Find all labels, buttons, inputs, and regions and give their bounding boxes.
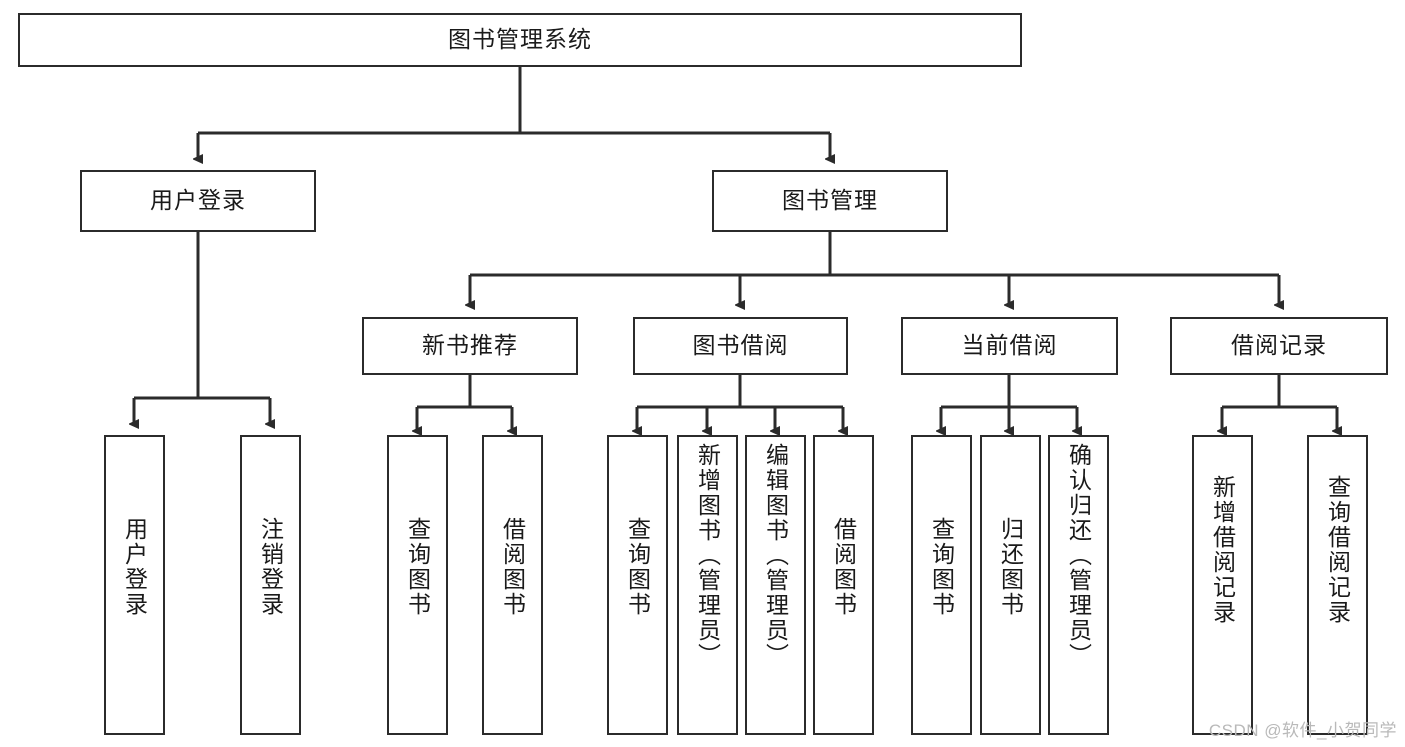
leaf-query-record[interactable]: 查询借阅记录 bbox=[1307, 435, 1368, 735]
leaf-add-book[interactable]: 新增图书（管理员） bbox=[677, 435, 738, 735]
leaf-add-book-label: 新增图书（管理员） bbox=[694, 443, 721, 668]
node-borrow-record[interactable]: 借阅记录 bbox=[1170, 317, 1388, 375]
node-book-borrow[interactable]: 图书借阅 bbox=[633, 317, 848, 375]
leaf-query-record-label: 查询借阅记录 bbox=[1324, 475, 1351, 625]
leaf-query-book-1-label: 查询图书 bbox=[404, 517, 431, 617]
node-root-label: 图书管理系统 bbox=[448, 26, 592, 53]
leaf-return-book[interactable]: 归还图书 bbox=[980, 435, 1041, 735]
leaf-logout-label: 注销登录 bbox=[257, 517, 284, 617]
node-new-book-recommend-label: 新书推荐 bbox=[422, 332, 518, 359]
leaf-borrow-book-2[interactable]: 借阅图书 bbox=[813, 435, 874, 735]
leaf-confirm-return[interactable]: 确认归还（管理员） bbox=[1048, 435, 1109, 735]
node-root[interactable]: 图书管理系统 bbox=[18, 13, 1022, 67]
leaf-user-login-label: 用户登录 bbox=[121, 517, 148, 617]
node-user-login[interactable]: 用户登录 bbox=[80, 170, 316, 232]
leaf-borrow-book-1[interactable]: 借阅图书 bbox=[482, 435, 543, 735]
node-book-borrow-label: 图书借阅 bbox=[692, 332, 789, 359]
leaf-user-login[interactable]: 用户登录 bbox=[104, 435, 165, 735]
leaf-query-book-1[interactable]: 查询图书 bbox=[387, 435, 448, 735]
leaf-query-book-3[interactable]: 查询图书 bbox=[911, 435, 972, 735]
leaf-query-book-3-label: 查询图书 bbox=[928, 517, 955, 617]
node-borrow-record-label: 借阅记录 bbox=[1231, 332, 1327, 359]
leaf-confirm-return-label: 确认归还（管理员） bbox=[1065, 443, 1092, 668]
leaf-edit-book-label: 编辑图书（管理员） bbox=[762, 443, 789, 668]
leaf-add-record[interactable]: 新增借阅记录 bbox=[1192, 435, 1253, 735]
leaf-borrow-book-2-label: 借阅图书 bbox=[830, 517, 857, 617]
node-book-management-label: 图书管理 bbox=[782, 187, 878, 214]
node-user-login-label: 用户登录 bbox=[150, 187, 246, 214]
node-new-book-recommend[interactable]: 新书推荐 bbox=[362, 317, 578, 375]
leaf-query-book-2-label: 查询图书 bbox=[624, 517, 651, 617]
leaf-edit-book[interactable]: 编辑图书（管理员） bbox=[745, 435, 806, 735]
leaf-add-record-label: 新增借阅记录 bbox=[1209, 475, 1236, 625]
leaf-query-book-2[interactable]: 查询图书 bbox=[607, 435, 668, 735]
node-current-borrow[interactable]: 当前借阅 bbox=[901, 317, 1118, 375]
node-current-borrow-label: 当前借阅 bbox=[961, 332, 1058, 359]
leaf-return-book-label: 归还图书 bbox=[997, 517, 1024, 617]
leaf-logout[interactable]: 注销登录 bbox=[240, 435, 301, 735]
node-book-management[interactable]: 图书管理 bbox=[712, 170, 948, 232]
leaf-borrow-book-1-label: 借阅图书 bbox=[499, 517, 526, 617]
csdn-watermark: CSDN @软件_小贺同学 bbox=[1208, 721, 1397, 740]
